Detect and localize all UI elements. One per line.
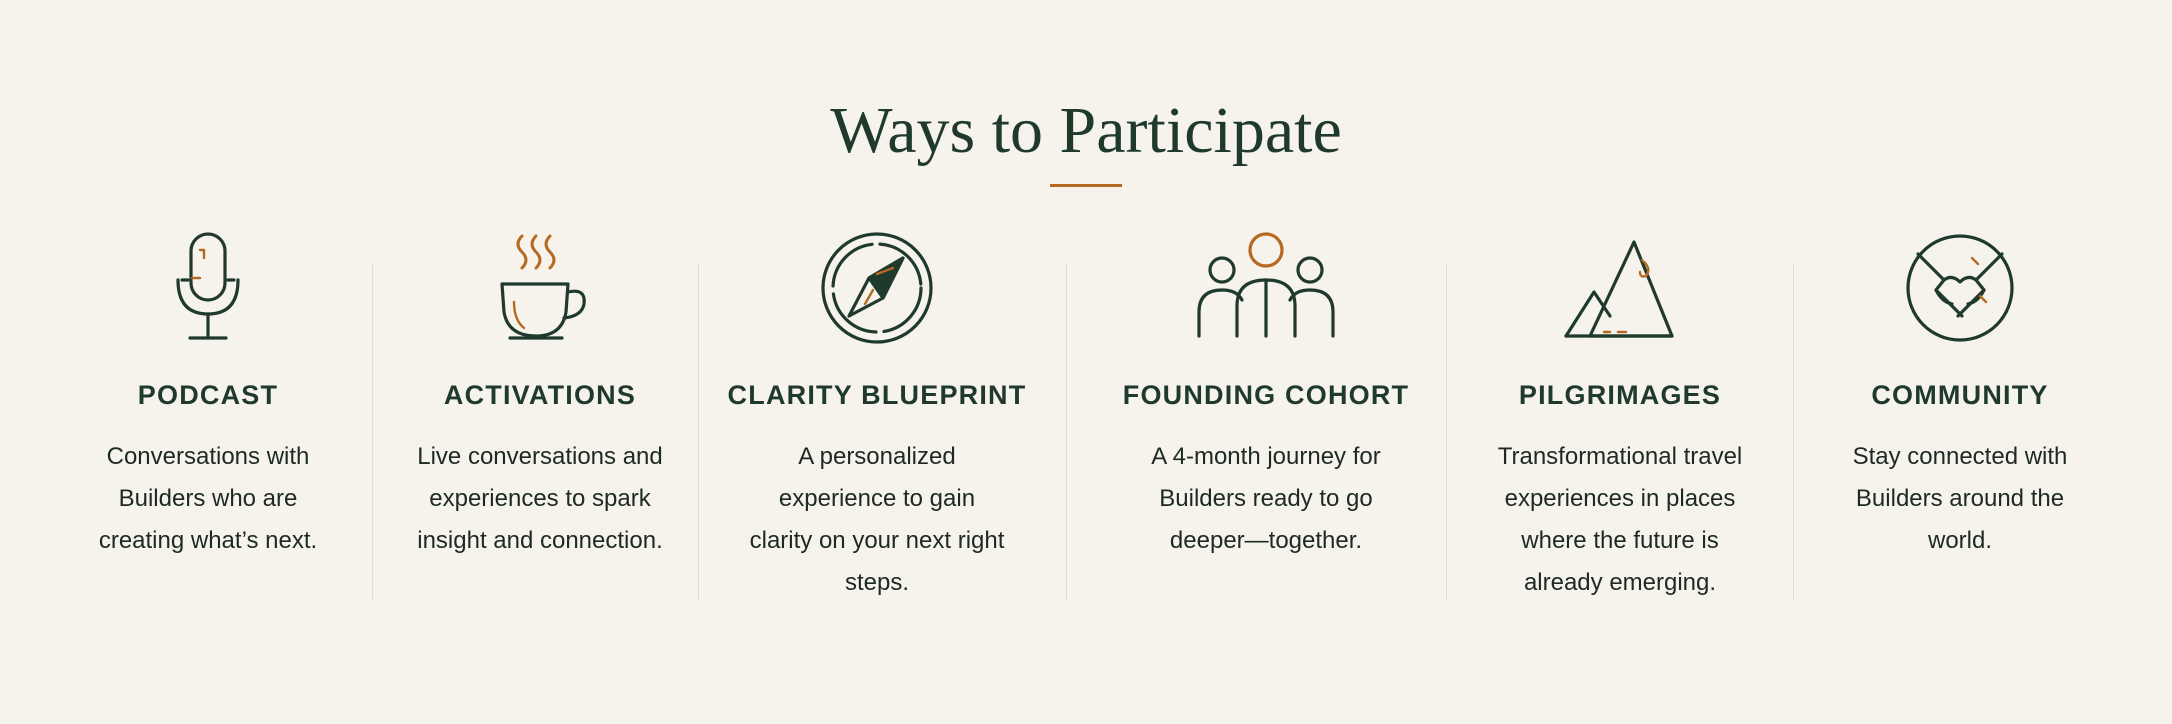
card-activations[interactable]: ACTIVATIONS Live conversations and exper… <box>375 228 705 562</box>
microphone-icon <box>148 228 268 348</box>
card-pilgrimages[interactable]: PILGRIMAGES Transformational travel expe… <box>1455 228 1785 604</box>
card-description: A 4-month journey for Builders ready to … <box>1151 443 1381 554</box>
section-title: Ways to Participate <box>830 94 1342 167</box>
card-clarity-blueprint[interactable]: CLARITY BLUEPRINT A personalized experie… <box>712 228 1042 604</box>
card-description: Stay connected with Builders around the … <box>1852 443 2068 554</box>
column-divider <box>1446 264 1447 600</box>
card-description: Live conversations and experiences to sp… <box>417 443 663 554</box>
compass-icon <box>817 228 937 348</box>
card-description: Transformational travel experiences in p… <box>1497 443 1743 596</box>
card-title: ACTIVATIONS <box>443 380 637 410</box>
column-divider <box>698 264 699 600</box>
coffee-cup-icon <box>480 228 600 348</box>
group-icon <box>1191 228 1341 348</box>
card-podcast[interactable]: PODCAST Conversations with Builders who … <box>43 228 373 562</box>
handshake-globe-icon <box>1900 228 2020 348</box>
title-underline <box>1050 184 1122 187</box>
card-description: Conversations with Builders who are crea… <box>98 443 318 554</box>
card-title: COMMUNITY <box>1871 380 2049 410</box>
column-divider <box>1066 264 1067 600</box>
card-description: A personalized experience to gain clarit… <box>749 443 1005 596</box>
card-founding-cohort[interactable]: FOUNDING COHORT A 4-month journey for Bu… <box>1101 228 1431 562</box>
card-title: CLARITY BLUEPRINT <box>727 380 1027 410</box>
card-title: PODCAST <box>137 380 279 410</box>
card-title: PILGRIMAGES <box>1518 380 1722 410</box>
card-title: FOUNDING COHORT <box>1122 380 1410 410</box>
column-divider <box>372 264 373 600</box>
column-divider <box>1793 264 1794 600</box>
card-community[interactable]: COMMUNITY Stay connected with Builders a… <box>1795 228 2125 562</box>
mountains-icon <box>1560 228 1680 348</box>
